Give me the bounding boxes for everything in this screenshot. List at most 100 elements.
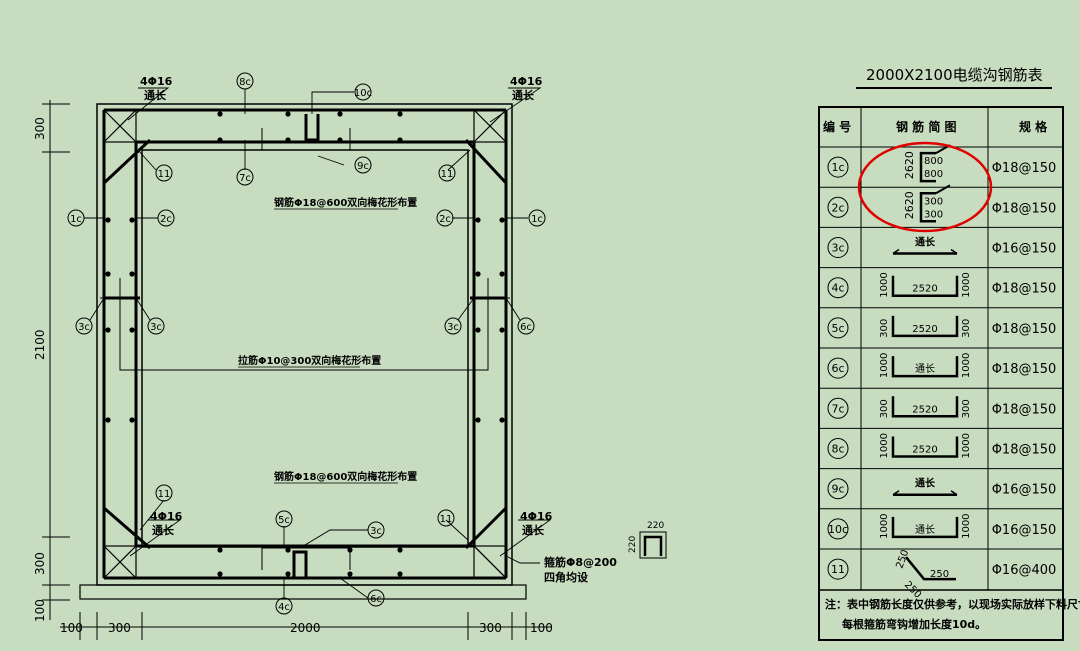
svg-text:8c: 8c [239,77,251,88]
br-tong-label: 通长 [522,523,545,537]
dim-v-2100: 2100 [33,329,47,360]
shape-dim: 300 [961,319,972,338]
svg-text:3c: 3c [370,526,382,537]
row-id: 1c [831,161,844,174]
shape-dim: 300 [961,399,972,418]
row-shape-sketch: 300 2520 300 [879,315,972,338]
shape-dim: 2520 [912,445,937,456]
dim-h-100-right: 100 [530,621,553,635]
svg-text:10c: 10c [354,88,372,99]
table-note-2: 每根箍筋弯钩增加长度10d。 [842,617,986,631]
shape-dim: 2520 [912,404,937,415]
mark-circles [67,72,546,615]
stirrup-note: 四角均设 [544,570,589,584]
row-spec: Φ18@150 [992,201,1057,216]
cross-section: 8c 10c 9c 7c 11 11 1c 2c 2c 1c 3c 3c 3c … [33,72,667,640]
shape-dim: 1000 [879,272,890,297]
row-id-circle [827,277,849,299]
row-id-circle [827,558,849,580]
svg-text:3c: 3c [447,322,459,333]
row-spec: Φ16@150 [992,242,1057,257]
header-spec: 规 格 [1019,119,1048,134]
row-id: 4c [831,282,844,295]
row-id-circle [827,397,849,419]
shape-dim: 300 [879,319,890,338]
box-height-label: 220 [628,536,638,553]
row-spec: Φ18@150 [992,161,1057,176]
mid-mesh-label: 拉筋Φ10@300双向梅花形布置 [238,354,381,367]
svg-text:7c: 7c [239,173,251,184]
bl-bar-label: 4Φ16 [150,510,183,523]
table-note-1: 注：表中钢筋长度仅供参考，以现场实际放样下料尺寸为准。 [825,597,1080,611]
dim-h-300-right: 300 [479,621,502,635]
row-id: 7c [831,402,844,415]
row-spec: Φ18@150 [992,282,1057,297]
vertical-dimensions: 300 2100 300 100 [33,100,70,622]
svg-text:1c: 1c [70,214,82,225]
dim-h-100-left: 100 [60,621,83,635]
table-row: 7c Φ18@150 300 2520 300 [827,396,1057,419]
row-shape-sketch: 300 2520 300 [879,396,972,418]
shape-dim: 250 [930,569,949,580]
shape-dim: 300 [924,209,943,220]
svg-text:3c: 3c [78,322,90,333]
top-mesh-label: 钢筋Φ18@600双向梅花形布置 [274,196,417,209]
dim-h-300-left: 300 [108,621,131,635]
shape-dim: 800 [924,169,943,180]
row-id-circle [827,357,849,379]
row-id-circle [827,196,849,218]
bl-tong-label: 通长 [152,523,175,537]
row-spec: Φ18@150 [992,402,1057,417]
red-highlight-circle [857,141,993,233]
shape-dim: 2620 [903,191,916,219]
bottom-mesh-label: 钢筋Φ18@600双向梅花形布置 [274,470,417,483]
br-bar-label: 4Φ16 [520,510,553,523]
dim-v-100: 100 [33,599,47,622]
svg-text:11: 11 [440,514,453,525]
row-id: 5c [831,322,844,335]
row-spec: Φ16@400 [992,563,1057,578]
svg-text:11: 11 [441,169,454,180]
shape-dim: 通长 [915,524,935,536]
tr-tong-label: 通长 [512,88,535,102]
row-id: 3c [831,242,844,255]
shape-dim: 2520 [912,324,937,335]
row-id-circle [827,317,849,339]
row-id-circle [827,478,849,500]
table-row: 5c Φ18@150 300 2520 300 [827,315,1057,339]
row-spec: Φ18@150 [992,322,1057,337]
dim-v-300-bottom: 300 [33,552,47,575]
svg-text:4c: 4c [278,602,290,613]
box-width-label: 220 [647,521,664,531]
shape-dim: 2620 [903,151,916,179]
row-id: 10c [828,523,848,536]
row-id-circle [827,237,849,258]
svg-text:3c: 3c [150,322,162,333]
svg-text:11: 11 [158,489,171,500]
shape-dim: 通长 [915,363,935,375]
row-id-circle [827,438,849,459]
tr-bar-label: 4Φ16 [510,75,543,88]
horizontal-dimensions: 100 300 2000 300 100 [60,612,553,640]
shape-dim: 通长 [915,236,936,249]
table-row: 3c Φ16@150 通长 [827,236,1057,258]
shape-dim: 1000 [961,433,972,458]
row-spec: Φ18@150 [992,443,1057,458]
svg-text:5c: 5c [278,515,290,526]
shape-dim: 300 [879,399,890,418]
row-shape-sketch: 通长 [892,236,958,255]
shape-dim: 1000 [961,353,972,378]
svg-text:1c: 1c [531,214,543,225]
shape-dim: 300 [924,196,943,207]
row-spec: Φ16@150 [992,483,1057,498]
row-id: 6c [831,362,844,375]
